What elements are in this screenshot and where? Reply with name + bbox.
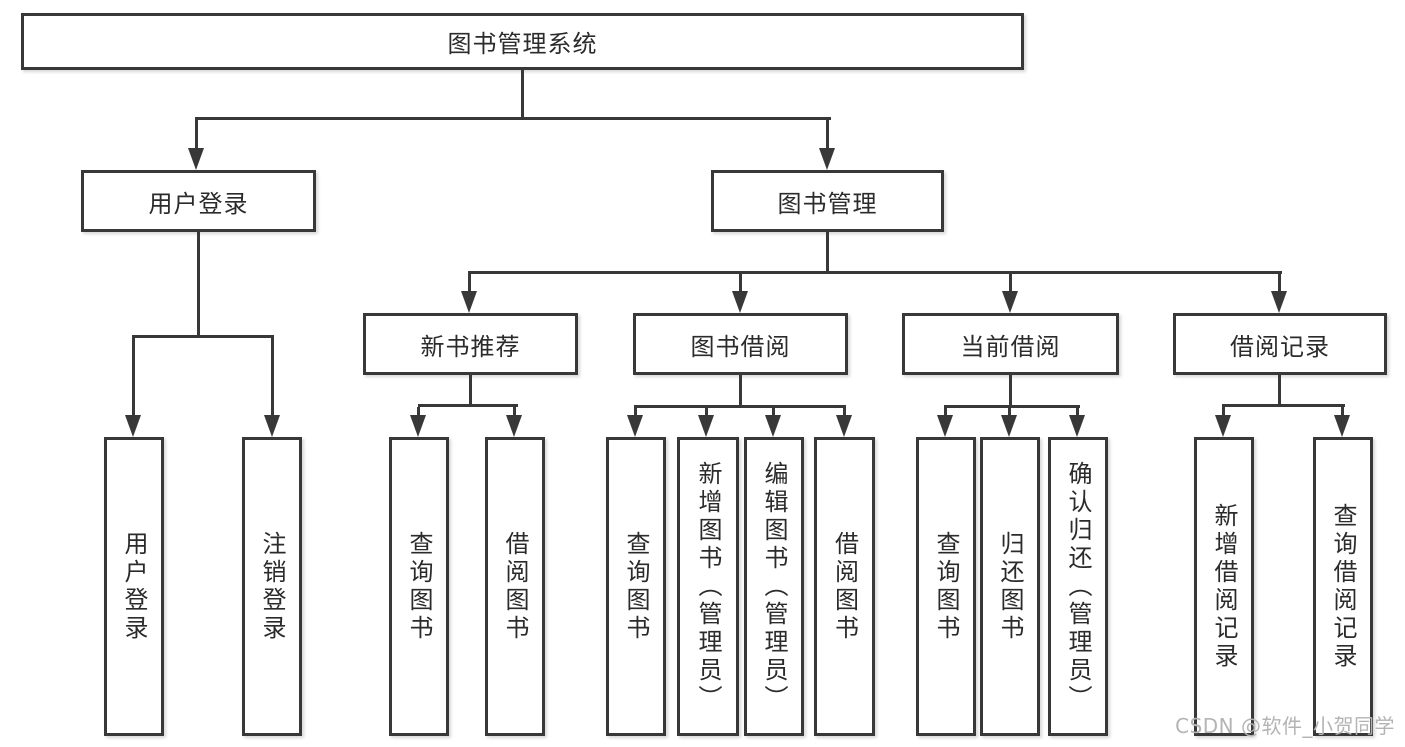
connector-root-hline <box>195 117 831 120</box>
leaf-confirm-return-admin: 确认归还（管理员） <box>1048 437 1108 736</box>
node-current-borrow: 当前借阅 <box>902 313 1119 375</box>
connector-book-management-hline <box>468 271 1282 274</box>
node-borrow-records: 借阅记录 <box>1173 313 1387 375</box>
leaf-borrow-books-label: 借阅图书 <box>830 530 859 643</box>
node-book-management: 图书管理 <box>711 170 944 232</box>
leaf-recommend-borrow-books-label: 借阅图书 <box>501 530 529 643</box>
leaf-user-login: 用户登录 <box>104 437 164 736</box>
arrow-current-confirm <box>1069 408 1086 437</box>
leaf-borrow-books: 借阅图书 <box>814 437 875 736</box>
connector-borrow-vline <box>739 375 742 406</box>
arrow-borrow-borrow <box>836 408 853 437</box>
leaf-current-query-books-label: 查询图书 <box>932 530 960 643</box>
leaf-query-borrow-record: 查询借阅记录 <box>1313 437 1373 736</box>
connector-records-hline <box>1222 404 1345 407</box>
leaf-add-borrow-record-label: 新增借阅记录 <box>1210 502 1238 671</box>
node-book-management-system: 图书管理系统 <box>21 13 1024 70</box>
leaf-recommend-query-books: 查询图书 <box>389 437 449 736</box>
leaf-query-borrow-record-label: 查询借阅记录 <box>1329 502 1357 671</box>
connector-book-management-vline <box>826 232 829 272</box>
arrow-to-book-management <box>819 120 836 170</box>
leaf-borrow-query-books: 查询图书 <box>606 437 666 736</box>
connector-recommend-hline <box>418 404 518 407</box>
connector-recommend-vline <box>469 375 472 405</box>
arrow-to-new-book-recommend <box>461 274 478 313</box>
arrow-records-query <box>1334 407 1351 437</box>
connector-current-vline <box>1009 375 1012 406</box>
connector-user-login-hline <box>132 335 274 338</box>
leaf-current-query-books: 查询图书 <box>916 437 976 736</box>
leaf-recommend-borrow-books: 借阅图书 <box>485 437 545 736</box>
leaf-logout-label: 注销登录 <box>258 530 286 643</box>
leaf-return-books: 归还图书 <box>980 437 1040 736</box>
arrow-to-user-login <box>188 120 205 170</box>
arrow-to-leaf-user-login <box>125 338 142 437</box>
leaf-add-borrow-record: 新增借阅记录 <box>1194 437 1254 736</box>
arrow-records-add <box>1215 407 1232 437</box>
leaf-add-book-admin-label: 新增图书（管理员） <box>694 460 722 713</box>
arrow-to-leaf-logout <box>264 338 281 437</box>
arrow-borrow-add <box>698 408 715 437</box>
connector-user-login-vline <box>197 232 200 336</box>
connector-borrow-hline <box>634 405 846 408</box>
arrow-to-current-borrow <box>1002 274 1019 313</box>
arrow-borrow-edit <box>765 408 782 437</box>
node-new-book-recommend: 新书推荐 <box>363 313 578 375</box>
csdn-watermark: CSDN @软件_小贺同学 <box>1175 714 1395 738</box>
node-user-login: 用户登录 <box>81 170 316 232</box>
leaf-edit-book-admin: 编辑图书（管理员） <box>744 437 804 736</box>
leaf-recommend-query-books-label: 查询图书 <box>405 530 433 643</box>
leaf-add-book-admin: 新增图书（管理员） <box>677 437 739 736</box>
node-book-borrow: 图书借阅 <box>633 313 848 375</box>
arrow-recommend-borrow <box>506 407 523 437</box>
arrow-current-return <box>1001 408 1018 437</box>
arrow-current-query <box>937 408 954 437</box>
leaf-logout: 注销登录 <box>242 437 302 736</box>
connector-root-vline <box>521 70 524 118</box>
connector-records-vline <box>1278 375 1281 405</box>
arrow-to-book-borrow <box>732 274 749 313</box>
leaf-edit-book-admin-label: 编辑图书（管理员） <box>760 460 788 713</box>
leaf-return-books-label: 归还图书 <box>996 530 1024 643</box>
leaf-confirm-return-admin-label: 确认归还（管理员） <box>1064 460 1092 713</box>
connector-current-hline <box>944 405 1080 408</box>
leaf-borrow-query-books-label: 查询图书 <box>622 530 650 643</box>
arrow-borrow-query <box>627 408 644 437</box>
arrow-recommend-query <box>410 407 427 437</box>
arrow-to-borrow-records <box>1271 274 1288 313</box>
leaf-user-login-label: 用户登录 <box>120 530 148 643</box>
